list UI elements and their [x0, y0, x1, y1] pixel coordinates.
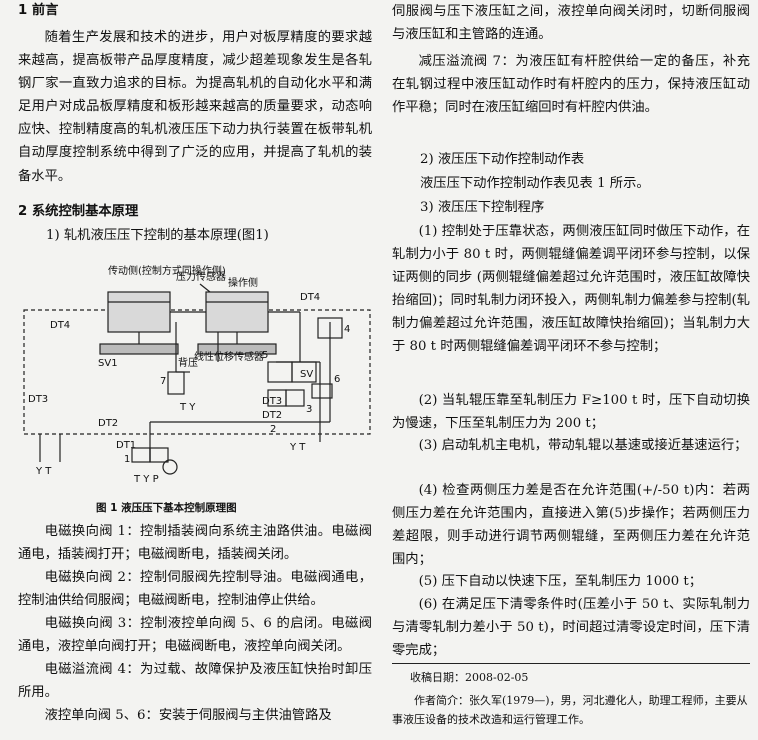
diagram-label-port-ty: T Y	[179, 402, 196, 413]
diagram-label-operation-side: 操作侧	[228, 276, 258, 289]
check-valve-continued-paragraph: 伺服阀与压下液压缸之间，液控单向阀关闭时，切断伺服阀与液压缸和主管路的连通。	[392, 4, 750, 43]
diagram-label-dt2-right: DT2	[262, 410, 282, 421]
valve-1-paragraph: 电磁换向阀 1：控制插装阀向系统主油路供油。电磁阀通电，插装阀打开；电磁阀断电，…	[18, 524, 372, 563]
diagram-label-valve-4: 4	[344, 324, 350, 335]
subsection-3-title: 3) 液压压下控制程序	[420, 200, 545, 215]
diagram-label-sv: SV	[300, 369, 313, 380]
step-5-paragraph: (5) 压下自动以快速下压，至轧制压力 1000 t；	[418, 574, 703, 589]
diagram-label-valve-1: 1	[124, 454, 130, 465]
step-6-paragraph: (6) 在满足压下清零条件时(压差小于 50 t、实际轧制力与清零轧制力差小于 …	[392, 597, 750, 659]
diagram-label-valve-7: 7	[160, 376, 166, 387]
diagram-label-dt3-left: DT3	[28, 394, 48, 405]
received-date: 收稿日期：2008-02-05	[410, 671, 529, 684]
step-4-paragraph: (4) 检查两侧压力差是否在允许范围(+/-50 t)内：若两侧压力差在允许范围…	[392, 483, 750, 568]
diagram-label-pressure-sensor: 压力传感器	[176, 270, 226, 283]
diagram-label-dt4-left: DT4	[50, 320, 70, 331]
table-reference-text: 液压压下动作控制动作表见表 1 所示。	[420, 176, 650, 191]
diagram-label-valve-3: 3	[306, 404, 312, 415]
diagram-label-dt4-right: DT4	[300, 292, 320, 303]
diagram-label-linear-sensor: 线性位移传感器	[194, 350, 264, 363]
diagram-label-port-typ: T Y P	[133, 474, 159, 485]
step-1-paragraph: (1) 控制处于压靠状态，两侧液压缸同时做压下动作，在轧制力小于 80 t 时，…	[392, 224, 750, 355]
diagram-label-port-yt-left: Y T	[35, 466, 52, 477]
diagram-label-dt2-left: DT2	[98, 418, 118, 429]
subsection-2-title: 2) 液压压下动作控制动作表	[420, 152, 585, 167]
valve-5-6-paragraph: 液控单向阀 5、6：安装于伺服阀与主供油管路及	[44, 708, 332, 723]
diagram-label-dt3-right: DT3	[262, 396, 282, 407]
relief-valve-paragraph: 减压溢流阀 7：为液压缸有杆腔供给一定的备压，补充在轧钢过程中液压缸动作时有杆腔…	[392, 54, 750, 116]
intro-paragraph: 随着生产发展和技术的进步，用户对板厚精度的要求越来越高，提高板带产品厚度精度，减…	[18, 30, 372, 184]
diagram-label-port-yt-right: Y T	[289, 442, 306, 453]
section-heading-2: 2 系统控制基本原理	[18, 204, 139, 219]
diagram-label-valve-2: 2	[270, 424, 276, 435]
section-heading-1: 1 前言	[18, 3, 59, 18]
diagram-label-sv1: SV1	[98, 358, 118, 369]
diagram-label-transmission: 传动侧(控制方式同操作侧)	[108, 264, 226, 277]
valve-4-paragraph: 电磁溢流阀 4：为过载、故障保护及液压缸快抬时卸压所用。	[18, 662, 372, 701]
hydraulic-schematic-figure: 传动侧(控制方式同操作侧) 压力传感器 操作侧 DT4 DT4 SV1 背压 7…	[23, 264, 371, 485]
subsection-1-title: 1) 轧机液压压下控制的基本原理(图1)	[46, 228, 269, 243]
diagram-label-dt1: DT1	[116, 440, 136, 451]
valve-3-paragraph: 电磁换向阀 3：控制液控单向阀 5、6 的启闭。电磁阀通电，液控单向阀打开；电磁…	[18, 616, 372, 655]
diagram-label-valve-5: 5	[262, 350, 268, 361]
figure-caption: 图 1 液压压下基本控制原理图	[96, 502, 237, 514]
author-bio: 作者简介：张久军(1979—)，男，河北遵化人，助理工程师，主要从事液压设备的技…	[392, 694, 748, 726]
diagram-label-backpressure: 背压	[178, 356, 198, 369]
step-2-paragraph: (2) 当轧辊压靠至轧制压力 F≥100 t 时，压下自动切换为慢速，下压至轧制…	[392, 393, 750, 432]
diagram-label-valve-6: 6	[334, 374, 340, 385]
valve-2-paragraph: 电磁换向阀 2：控制伺服阀先控制导油。电磁阀通电，控制油供给伺服阀；电磁阀断电，…	[18, 570, 372, 609]
step-3-paragraph: (3) 启动轧机主电机，带动轧辊以基速或接近基速运行；	[418, 438, 748, 453]
footnote-divider	[392, 663, 750, 664]
